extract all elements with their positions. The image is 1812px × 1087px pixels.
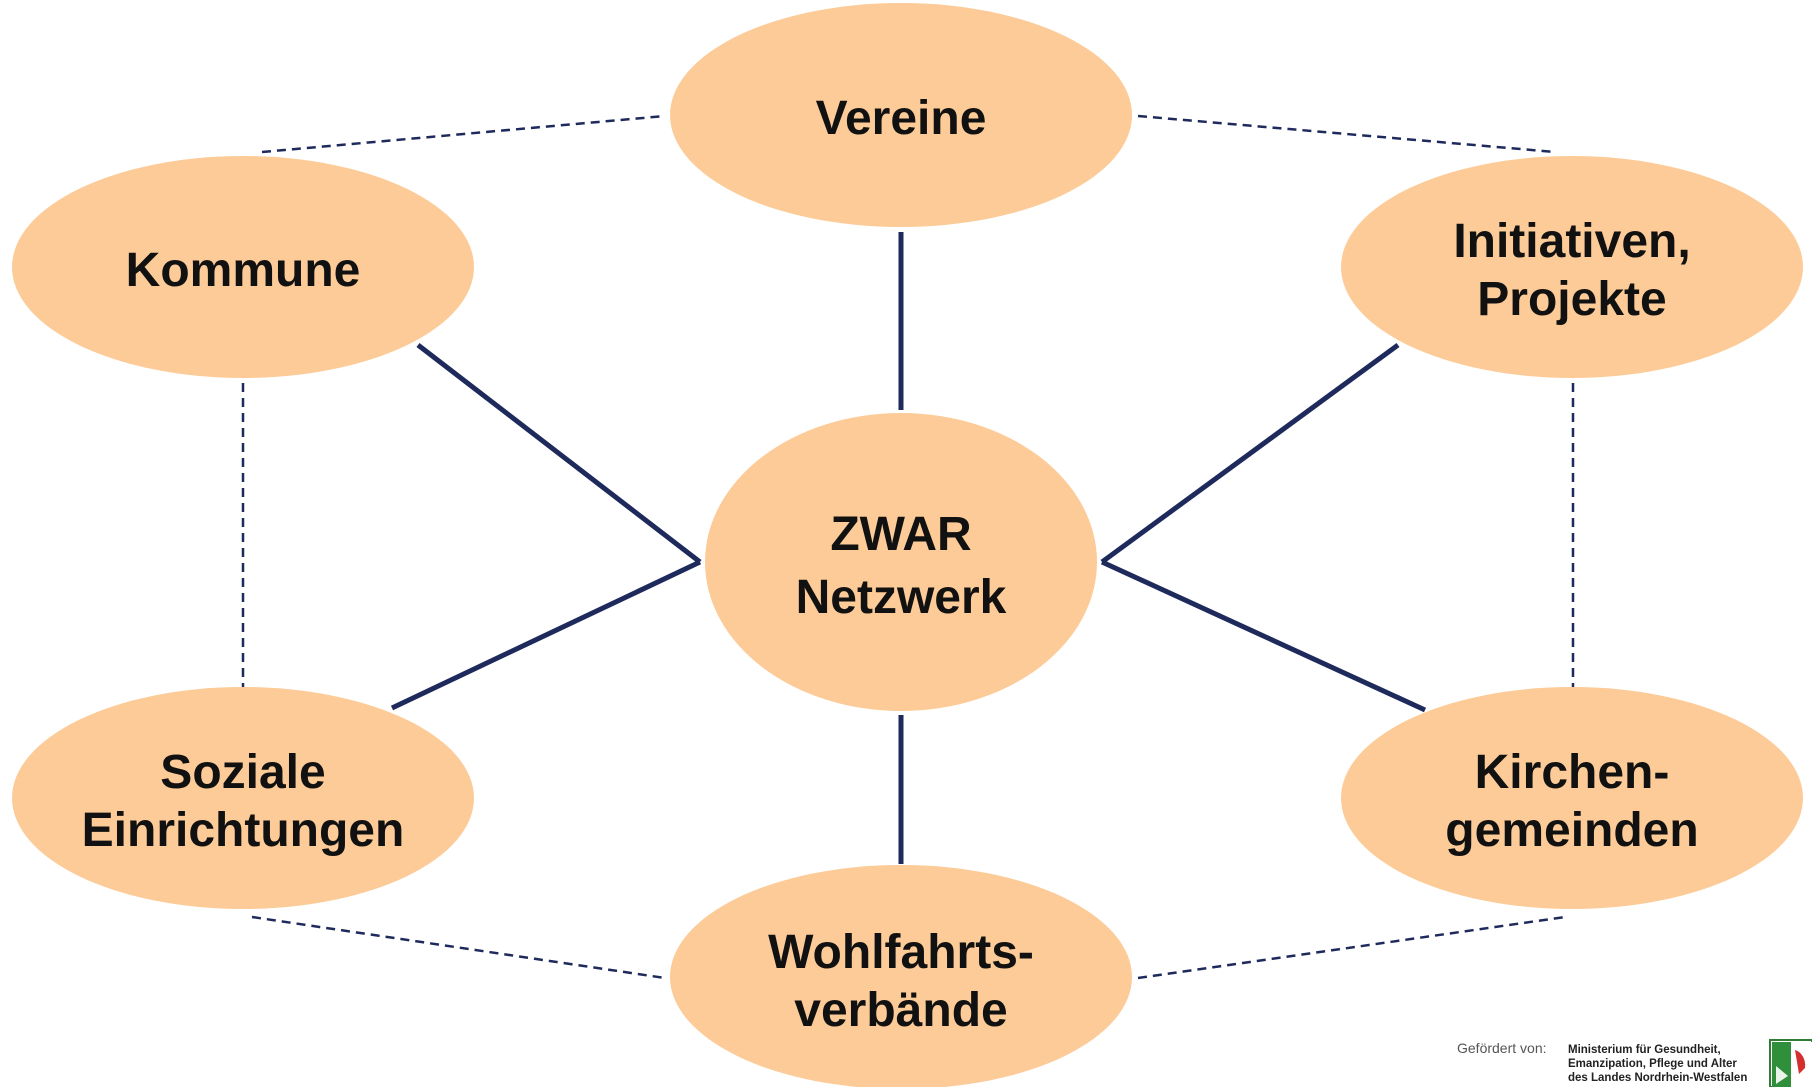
solid-connection-soziale	[390, 559, 702, 711]
node-soziale-label-line2: Einrichtungen	[82, 804, 405, 857]
dashed-connection-soziale-wohlfahrt	[251, 915, 666, 980]
node-vereine: Kommune Vereine	[670, 3, 1132, 227]
dashed-connection-vereine-initiativen	[1137, 114, 1556, 154]
node-center-zwar: ZWAR Netzwerk	[705, 413, 1097, 711]
node-initiativen: Initiativen, Projekte	[1341, 156, 1803, 378]
node-initiativen-label-line1: Initiativen,	[1453, 215, 1690, 268]
solid-connection-initiativen	[1100, 342, 1400, 565]
nrw-coat-of-arms-icon	[1769, 1039, 1812, 1087]
node-soziale-label-line1: Soziale	[160, 746, 325, 799]
node-wohlfahrt: Wohlfahrts- verbände	[670, 865, 1132, 1087]
sponsor-footer: Gefördert von: Ministerium für Gesundhei…	[1457, 1039, 1812, 1087]
center-label-line2: Netzwerk	[796, 571, 1007, 624]
dashed-connections	[241, 114, 1575, 980]
node-kommune: Kommune	[12, 156, 474, 378]
ministry-line-1: Ministerium für Gesundheit,	[1568, 1044, 1721, 1056]
center-label-line1: ZWAR	[830, 508, 971, 561]
node-soziale: Soziale Einrichtungen	[12, 687, 474, 909]
node-initiativen-label-line2: Projekte	[1477, 273, 1666, 326]
dashed-connection-kommune-vereine	[261, 114, 666, 154]
node-wohlfahrt-label-line2: verbände	[794, 984, 1007, 1037]
solid-connection-kommune	[416, 343, 702, 564]
node-kirchen: Kirchen- gemeinden	[1341, 687, 1803, 909]
ministry-line-2: Emanzipation, Pflege und Alter	[1568, 1058, 1737, 1070]
sponsor-label: Gefördert von:	[1457, 1040, 1547, 1056]
dashed-connection-wohlfahrt-kirchen	[1137, 915, 1566, 980]
nodes: Kommune Vereine Kommune Initiativen, Pro…	[12, 3, 1803, 1087]
node-wohlfahrt-label-line1: Wohlfahrts-	[768, 926, 1034, 979]
node-kirchen-label-line1: Kirchen-	[1475, 746, 1670, 799]
solid-connections	[390, 232, 1427, 864]
ministry-line-3: des Landes Nordrhein-Westfalen	[1568, 1072, 1747, 1084]
node-kommune-label: Kommune	[126, 244, 361, 297]
node-kirchen-label-line2: gemeinden	[1445, 804, 1698, 857]
solid-connection-kirchen	[1100, 559, 1427, 713]
node-vereine-label: Vereine	[816, 92, 987, 145]
